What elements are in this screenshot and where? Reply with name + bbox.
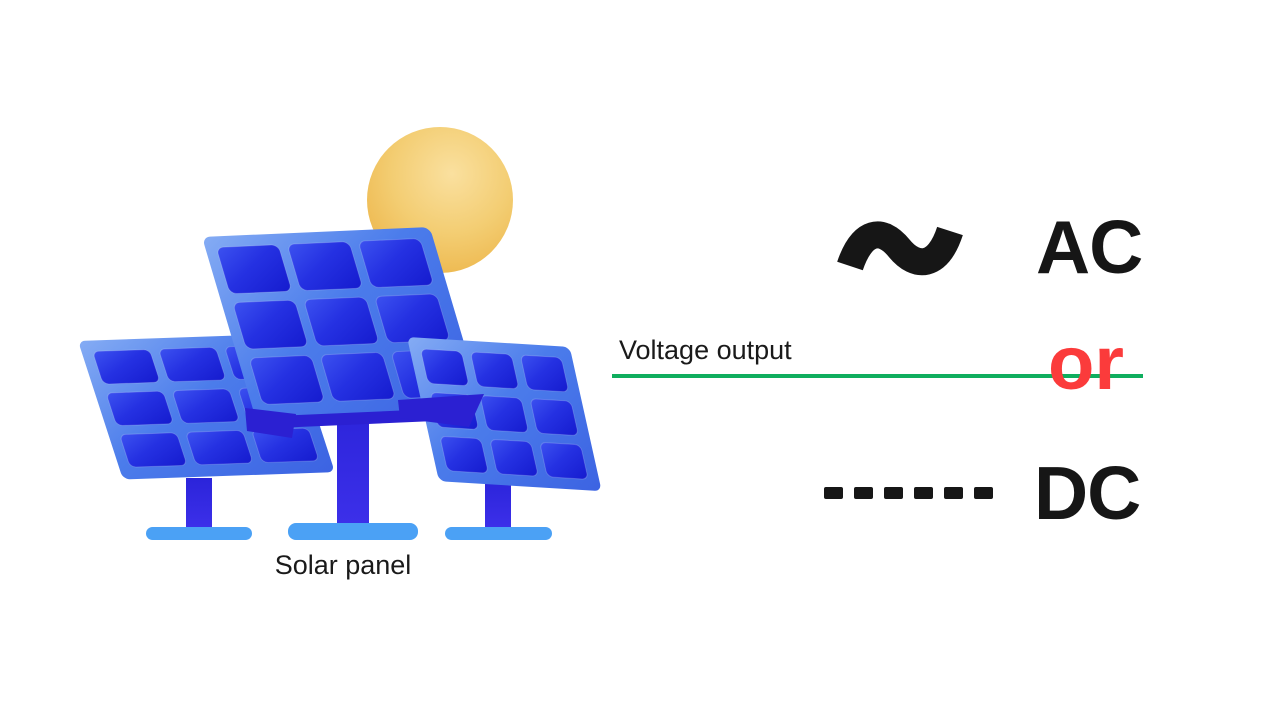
panel-base-center [288,523,418,540]
solar-panel-illustration [79,127,601,540]
voltage-output-label: Voltage output [619,335,792,365]
ac-label: AC [1036,205,1143,289]
dash-icon [974,487,993,499]
panel-stand-right [485,480,511,530]
panel-stand-left [186,478,212,530]
panel-side-shadow-left [245,408,296,438]
dash-icon [824,487,843,499]
panel-side-shadow-right [398,394,484,427]
dc-dashes [824,487,993,499]
sine-wave-icon [837,221,963,276]
voltage-output-line [612,374,1143,378]
solar-panel-center [204,227,485,429]
dash-icon [884,487,903,499]
panel-base-left [146,527,252,540]
or-connector-word: or [1048,321,1124,406]
dash-icon [944,487,963,499]
solar-panel-caption: Solar panel [274,550,412,580]
panel-base-right [445,527,552,540]
dc-label: DC [1034,451,1141,535]
dash-icon [914,487,933,499]
dash-icon [854,487,873,499]
panel-stand-center [337,405,369,530]
